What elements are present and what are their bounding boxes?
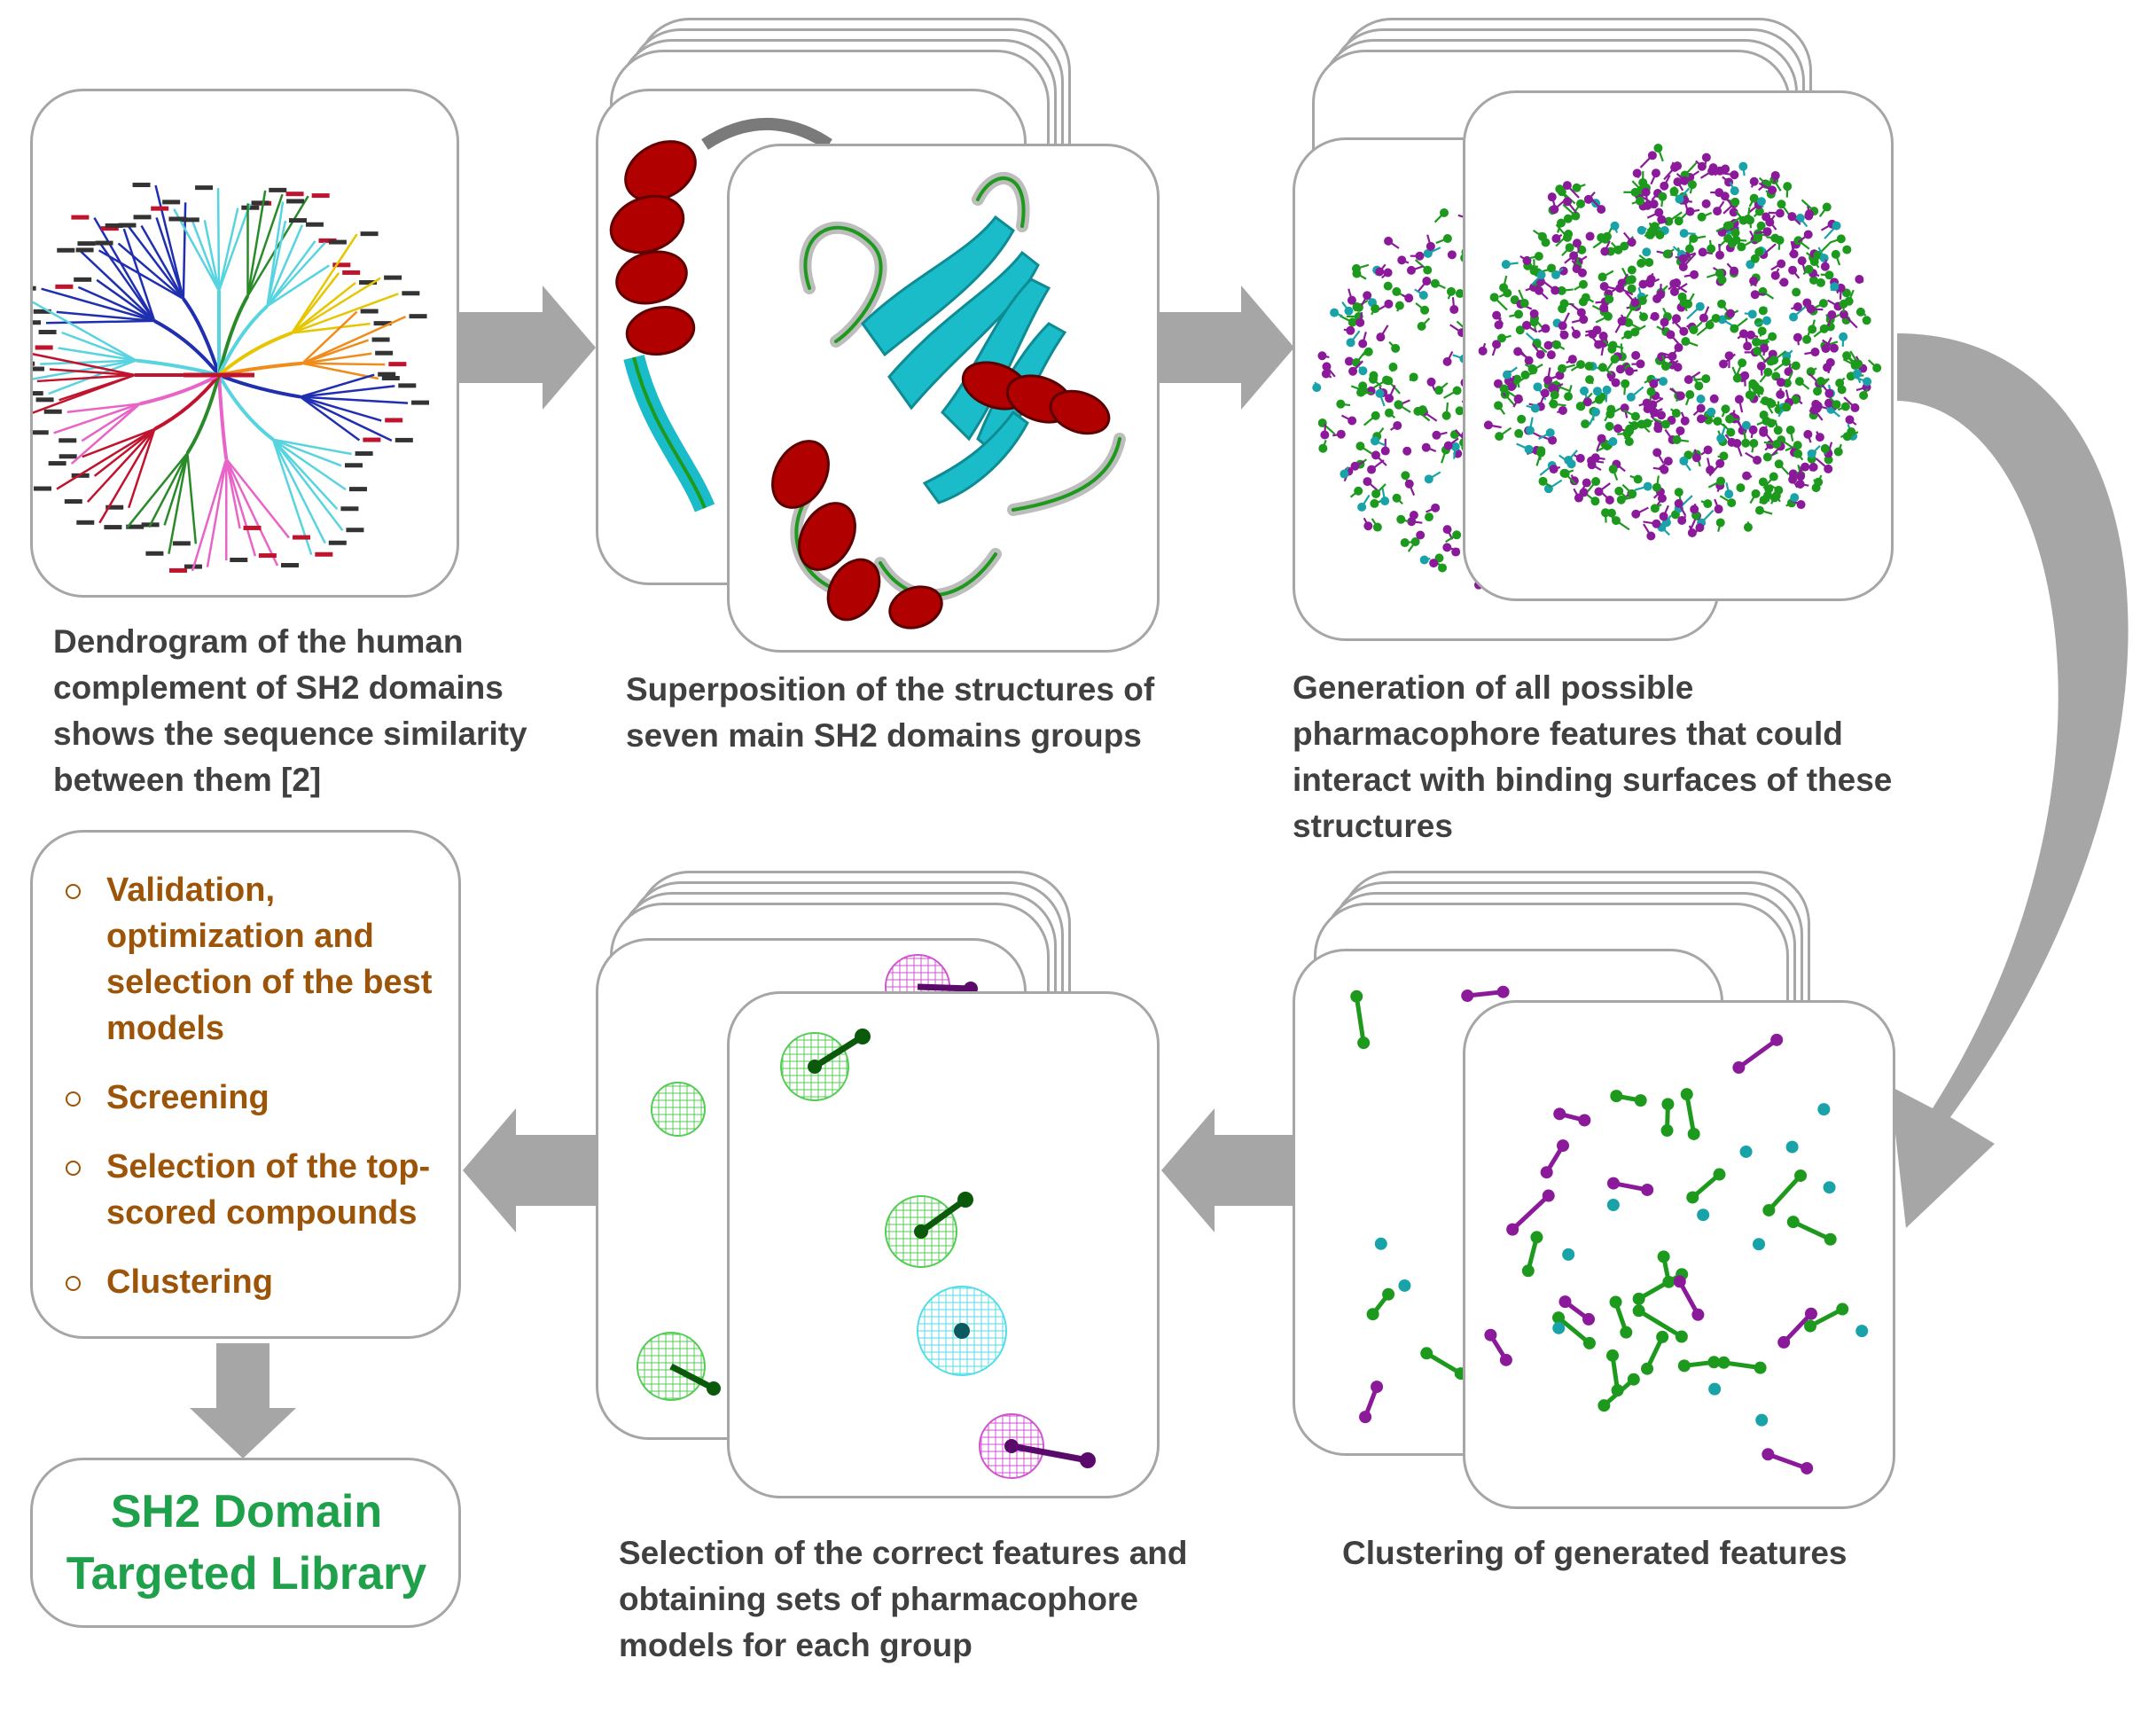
arrow-curved-down: [1890, 333, 2129, 1228]
selection-front-card: [727, 991, 1160, 1498]
caption-line: pharmacophore features that could: [1293, 716, 1843, 752]
step-item: Screening: [64, 1075, 454, 1121]
arrow-left-1: [1161, 1108, 1296, 1232]
pharmacophore-front: [780, 1029, 1096, 1479]
caption-line: shows the sequence similarity: [53, 716, 527, 752]
arrow-down: [190, 1343, 296, 1459]
caption-line: seven main SH2 domains groups: [626, 717, 1142, 754]
dendrogram-card: [30, 89, 459, 598]
dendrogram-caption: Dendrogram of the human complement of SH…: [53, 619, 550, 803]
caption-line: interact with binding surfaces of these: [1293, 762, 1893, 798]
caption-line: Clustering of generated features: [1342, 1535, 1847, 1571]
clustering-front-card: [1463, 1000, 1895, 1509]
caption-line: Generation of all possible: [1293, 669, 1694, 706]
caption-line: obtaining sets of pharmacophore: [619, 1581, 1138, 1617]
library-title-line1: SH2 Domain: [110, 1486, 383, 1537]
caption-line: structures: [1293, 808, 1453, 844]
arrow-right-2: [1158, 286, 1294, 410]
caption-line: Selection of the correct features and: [619, 1535, 1188, 1571]
circle-bullet-icon: [66, 1161, 81, 1176]
step-line: selection of the best: [106, 964, 433, 1001]
caption-line: between them [2]: [53, 762, 322, 798]
protein-structure-front: [771, 172, 1126, 630]
caption-line: models for each group: [619, 1627, 973, 1663]
generation-caption: Generation of all possible pharmacophore…: [1293, 665, 1931, 849]
arrow-right-1: [459, 286, 596, 410]
step-line: Selection of the top-: [106, 1148, 431, 1185]
generation-front-card: [1463, 90, 1894, 601]
clustering-caption: Clustering of generated features: [1342, 1530, 1892, 1576]
caption-line: Dendrogram of the human: [53, 623, 464, 660]
steps-list: Validation, optimization and selection o…: [64, 867, 454, 1328]
feature-cloud-front: [1478, 144, 1882, 541]
protein-structure-back: [609, 118, 832, 512]
selection-caption: Selection of the correct features and ob…: [619, 1530, 1239, 1669]
circle-bullet-icon: [66, 1276, 81, 1291]
arrow-left-2: [463, 1108, 598, 1232]
steps-card: [30, 830, 461, 1339]
caption-line: complement of SH2 domains: [53, 669, 504, 706]
cluster-points-front: [1484, 1033, 1869, 1474]
library-title-line2: Targeted Library: [66, 1548, 427, 1600]
caption-line: Superposition of the structures of: [626, 671, 1155, 708]
step-item: Selection of the top- scored compounds: [64, 1144, 454, 1236]
circle-bullet-icon: [66, 884, 81, 899]
step-item: Clustering: [64, 1259, 454, 1305]
step-line: scored compounds: [106, 1194, 418, 1232]
step-line: optimization and: [106, 918, 374, 955]
step-line: models: [106, 1010, 225, 1047]
library-title: SH2 Domain Targeted Library: [32, 1461, 461, 1624]
circle-bullet-icon: [66, 1091, 81, 1107]
step-line: Validation,: [106, 872, 276, 909]
step-line: Clustering: [106, 1263, 273, 1301]
dendrogram-image: [33, 183, 430, 573]
superposition-caption: Superposition of the structures of seven…: [626, 667, 1176, 759]
superposition-front-card: [727, 144, 1160, 653]
step-item: Validation, optimization and selection o…: [64, 867, 454, 1052]
step-line: Screening: [106, 1079, 270, 1116]
library-card: [30, 1458, 461, 1628]
